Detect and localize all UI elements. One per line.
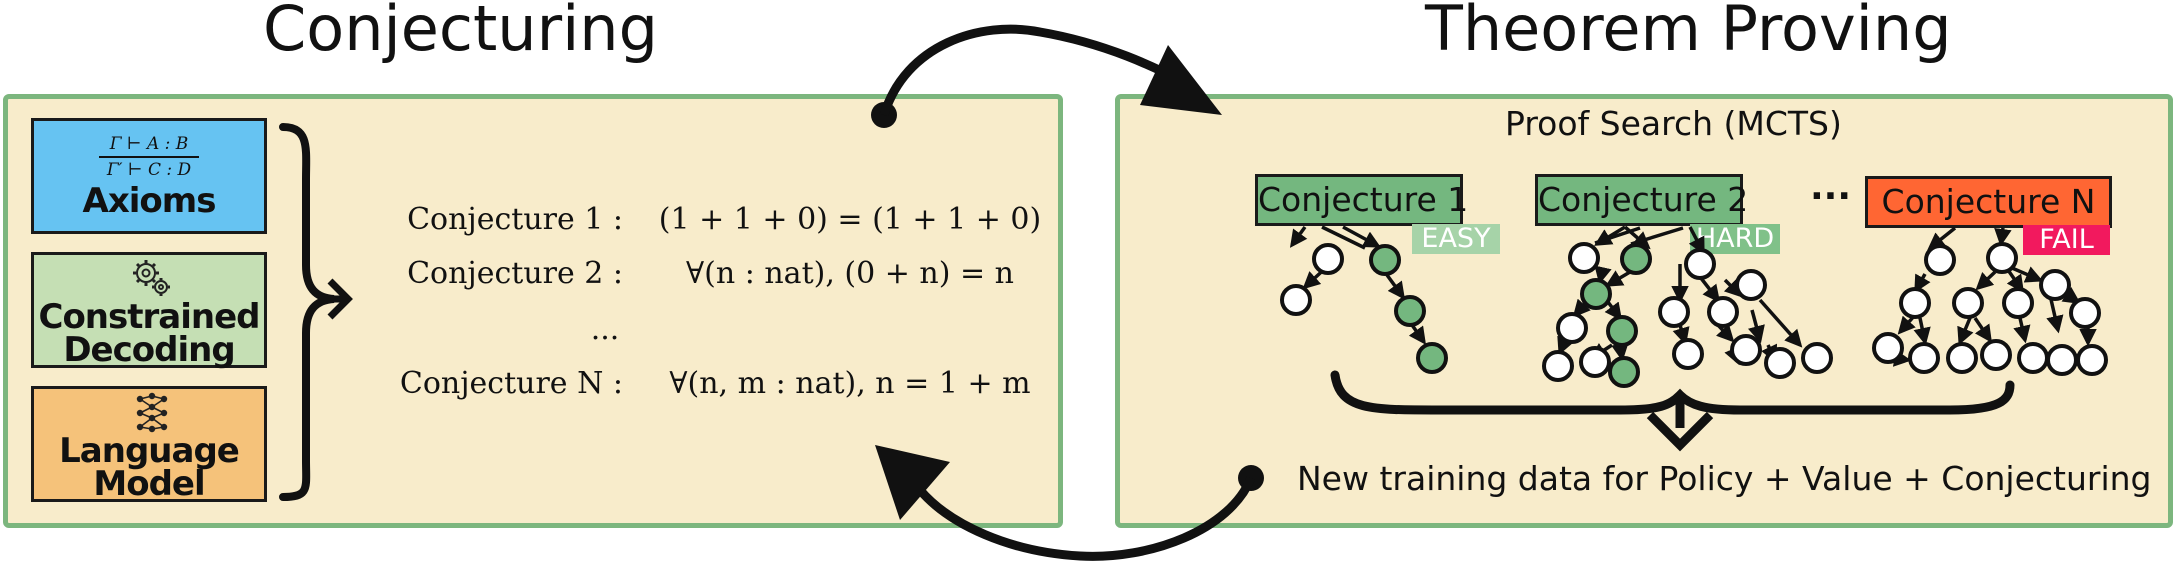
tree2-node (1735, 269, 1767, 301)
treen-node (1980, 339, 2012, 371)
easy-tag: EASY (1412, 224, 1500, 254)
treen-node (2046, 344, 2078, 376)
treen-node (2002, 287, 2034, 319)
treen-node (1899, 287, 1931, 319)
axiom-rule-premise: Γ ⊢ A : B (109, 134, 189, 154)
conjecture-1-label: Conjecture 1 : (407, 202, 623, 237)
tree2-node (1542, 350, 1574, 382)
axioms-box: Γ ⊢ A : B Γ′ ⊢ C : D Axioms (31, 118, 267, 234)
tree2-node (1580, 278, 1612, 310)
conjecture-ellipsis-right: ··· (1810, 176, 1852, 217)
proof-conjecture-2-box: Conjecture 2 (1535, 174, 1748, 226)
neural-network-icon (34, 389, 264, 435)
conjecture-2-label: Conjecture 2 : (407, 256, 623, 291)
tree1-node (1416, 342, 1448, 374)
constrained-decoding-label-1: Constrained (38, 297, 261, 337)
tree1-node (1369, 244, 1401, 276)
tree1-node (1280, 284, 1312, 316)
treen-node (2017, 342, 2049, 374)
fail-tag: FAIL (2023, 225, 2110, 255)
treen-node (1986, 242, 2018, 274)
tree2-node (1556, 312, 1588, 344)
treen-node (1952, 287, 1984, 319)
tree2-node (1764, 347, 1796, 379)
bottom-cycle-arrow (916, 476, 1256, 561)
proof-conjecture-1-box: Conjecture 1 (1255, 174, 1468, 226)
tree2-node (1568, 242, 1600, 274)
theorem-proving-panel (1115, 94, 2173, 528)
treen-node (1924, 244, 1956, 276)
bottom-cycle-arrowhead (875, 445, 950, 520)
axiom-rule-conclusion: Γ′ ⊢ C : D (106, 160, 192, 180)
theorem-proving-title: Theorem Proving (1425, 0, 1952, 65)
language-model-label-1: Language (59, 431, 240, 471)
conjecture-ellipsis: ... (590, 312, 620, 347)
gears-icon (34, 255, 264, 301)
conjecture-list: Conjecture 1 : (1 + 1 + 0) = (1 + 1 + 0)… (0, 0, 1063, 565)
conjecture-n-expr: ∀(n, m : nat), n = 1 + m (669, 366, 1031, 401)
tree2-node (1684, 248, 1716, 280)
training-data-label: New training data for Policy + Value + C… (1297, 459, 2152, 498)
tree2-node (1730, 334, 1762, 366)
conjecture-n-label: Conjecture N : (399, 366, 623, 401)
conjecture-2-expr: ∀(n : nat), (0 + n) = n (686, 256, 1014, 291)
tree2-node (1801, 342, 1833, 374)
treen-node (1908, 342, 1940, 374)
language-model-label-2: Model (93, 464, 205, 504)
tree1-node (1312, 243, 1344, 275)
tree2-node (1672, 338, 1704, 370)
tree2-node (1620, 243, 1652, 275)
treen-node (1872, 332, 1904, 364)
conjecturing-title: Conjecturing (263, 0, 658, 65)
treen-node (2039, 269, 2071, 301)
treen-node (2069, 297, 2101, 329)
axiom-rule-bar (99, 156, 199, 158)
top-cycle-arrow (879, 24, 1193, 117)
conjecture-1-expr: (1 + 1 + 0) = (1 + 1 + 0) (658, 202, 1042, 237)
tree2-node (1608, 356, 1640, 388)
tree2-node (1606, 315, 1638, 347)
constrained-decoding-box: Constrained Decoding (31, 252, 267, 368)
proof-conjecture-n-box: Conjecture N (1865, 176, 2112, 228)
language-model-box: Language Model (31, 386, 267, 502)
top-cycle-arrowhead (1140, 45, 1222, 115)
collect-brace (1330, 370, 2015, 415)
treen-node (2076, 344, 2108, 376)
treen-node (1946, 342, 1978, 374)
proof-search-heading: Proof Search (MCTS) (1505, 104, 1842, 143)
collect-arrow-head (1646, 411, 1714, 452)
axioms-label: Axioms (82, 181, 217, 221)
curly-brace (279, 123, 335, 501)
constrained-decoding-label-2: Decoding (63, 330, 235, 370)
tree2-node (1658, 296, 1690, 328)
tree1-node (1394, 295, 1426, 327)
tree2-node (1707, 296, 1739, 328)
brace-arrow-head (327, 278, 353, 320)
tree2-node (1579, 346, 1611, 378)
